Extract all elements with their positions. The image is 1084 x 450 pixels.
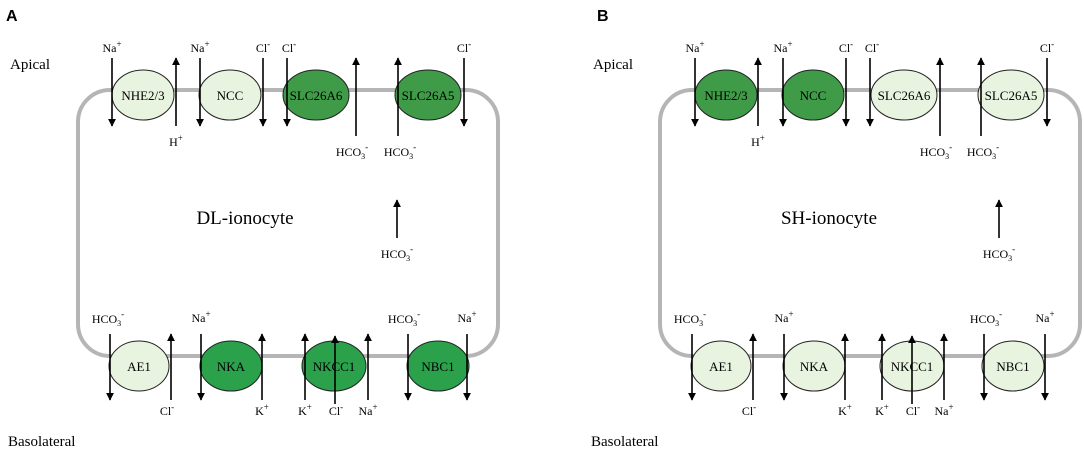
panel-letter: A <box>6 8 18 25</box>
ion-hco3: HCO3- <box>92 309 124 328</box>
ion-hco3: HCO3- <box>674 309 706 328</box>
transporter-nka-label: NKA <box>217 359 246 374</box>
panel-letter: B <box>597 8 609 25</box>
ion-cl: Cl- <box>282 39 296 55</box>
transporter-nkcc1-label: NKCC1 <box>313 359 356 374</box>
ion-hco3: HCO3- <box>384 142 416 161</box>
ion-na: Na+ <box>457 309 476 325</box>
ion-na: Na+ <box>102 39 121 55</box>
transporter-ncc <box>781 69 845 121</box>
transporter-slc26a5 <box>977 69 1045 121</box>
ion-k: K+ <box>255 402 269 418</box>
ion-na: Na+ <box>773 39 792 55</box>
transporter-nbc1 <box>981 340 1045 392</box>
transporter-nka-label: NKA <box>800 359 829 374</box>
inner-ion-label: HCO3- <box>381 244 413 263</box>
transporter-ae1-label: AE1 <box>127 359 151 374</box>
transporter-ae1 <box>108 340 170 392</box>
transporter-ae1-label: AE1 <box>709 359 733 374</box>
ion-h: H+ <box>169 133 183 149</box>
transporter-nhe-label: NHE2/3 <box>704 88 747 103</box>
panel-b: B Apical Basolateral SH-ionocyte HCO3- N… <box>591 8 1082 450</box>
transporter-ae1 <box>690 340 752 392</box>
ion-na: Na+ <box>685 39 704 55</box>
ion-na: Na+ <box>358 402 377 418</box>
ion-cl: Cl- <box>160 402 174 418</box>
ion-cl: Cl- <box>329 402 343 418</box>
ion-na: Na+ <box>1035 309 1054 325</box>
ion-cl: Cl- <box>742 402 756 418</box>
ion-cl: Cl- <box>256 39 270 55</box>
ion-cl: Cl- <box>457 39 471 55</box>
apical-label: Apical <box>10 57 50 73</box>
transporter-ncc <box>198 69 262 121</box>
apical-label: Apical <box>593 57 633 73</box>
ion-hco3: HCO3- <box>970 309 1002 328</box>
transporter-nbc1-label: NBC1 <box>421 359 454 374</box>
transporter-slc26a6 <box>282 69 350 121</box>
transporter-slc26a6 <box>870 69 938 121</box>
ion-h: H+ <box>751 133 765 149</box>
ion-hco3: HCO3- <box>388 309 420 328</box>
ion-hco3: HCO3- <box>920 142 952 161</box>
transporter-slc26a5 <box>394 69 462 121</box>
ion-na: Na+ <box>191 309 210 325</box>
transporter-ncc-label: NCC <box>800 88 827 103</box>
transporter-nbc1-label: NBC1 <box>996 359 1029 374</box>
ion-k: K+ <box>875 402 889 418</box>
basolateral-label: Basolateral <box>591 434 658 450</box>
inner-ion-label: HCO3- <box>983 244 1015 263</box>
ion-cl: Cl- <box>839 39 853 55</box>
transporter-slc26a6-label: SLC26A6 <box>290 88 343 103</box>
transporter-slc26a5-label: SLC26A5 <box>985 88 1038 103</box>
transporter-ncc-label: NCC <box>217 88 244 103</box>
ion-k: K+ <box>838 402 852 418</box>
ion-hco3: HCO3- <box>336 142 368 161</box>
transporter-nbc1 <box>406 340 470 392</box>
ion-cl: Cl- <box>906 402 920 418</box>
ion-na: Na+ <box>190 39 209 55</box>
ion-na: Na+ <box>934 402 953 418</box>
ion-hco3: HCO3- <box>967 142 999 161</box>
ion-na: Na+ <box>774 309 793 325</box>
transporter-slc26a5-label: SLC26A5 <box>402 88 455 103</box>
basolateral-label: Basolateral <box>8 434 75 450</box>
ion-k: K+ <box>298 402 312 418</box>
panel-a: A Apical Basolateral DL-ionocyte HCO3- N… <box>6 8 500 450</box>
cell-name: SH-ionocyte <box>781 208 877 229</box>
ion-cl: Cl- <box>1040 39 1054 55</box>
transporter-nhe-label: NHE2/3 <box>121 88 164 103</box>
transporter-slc26a6-label: SLC26A6 <box>878 88 931 103</box>
cell-name: DL-ionocyte <box>196 208 293 229</box>
ion-cl: Cl- <box>865 39 879 55</box>
